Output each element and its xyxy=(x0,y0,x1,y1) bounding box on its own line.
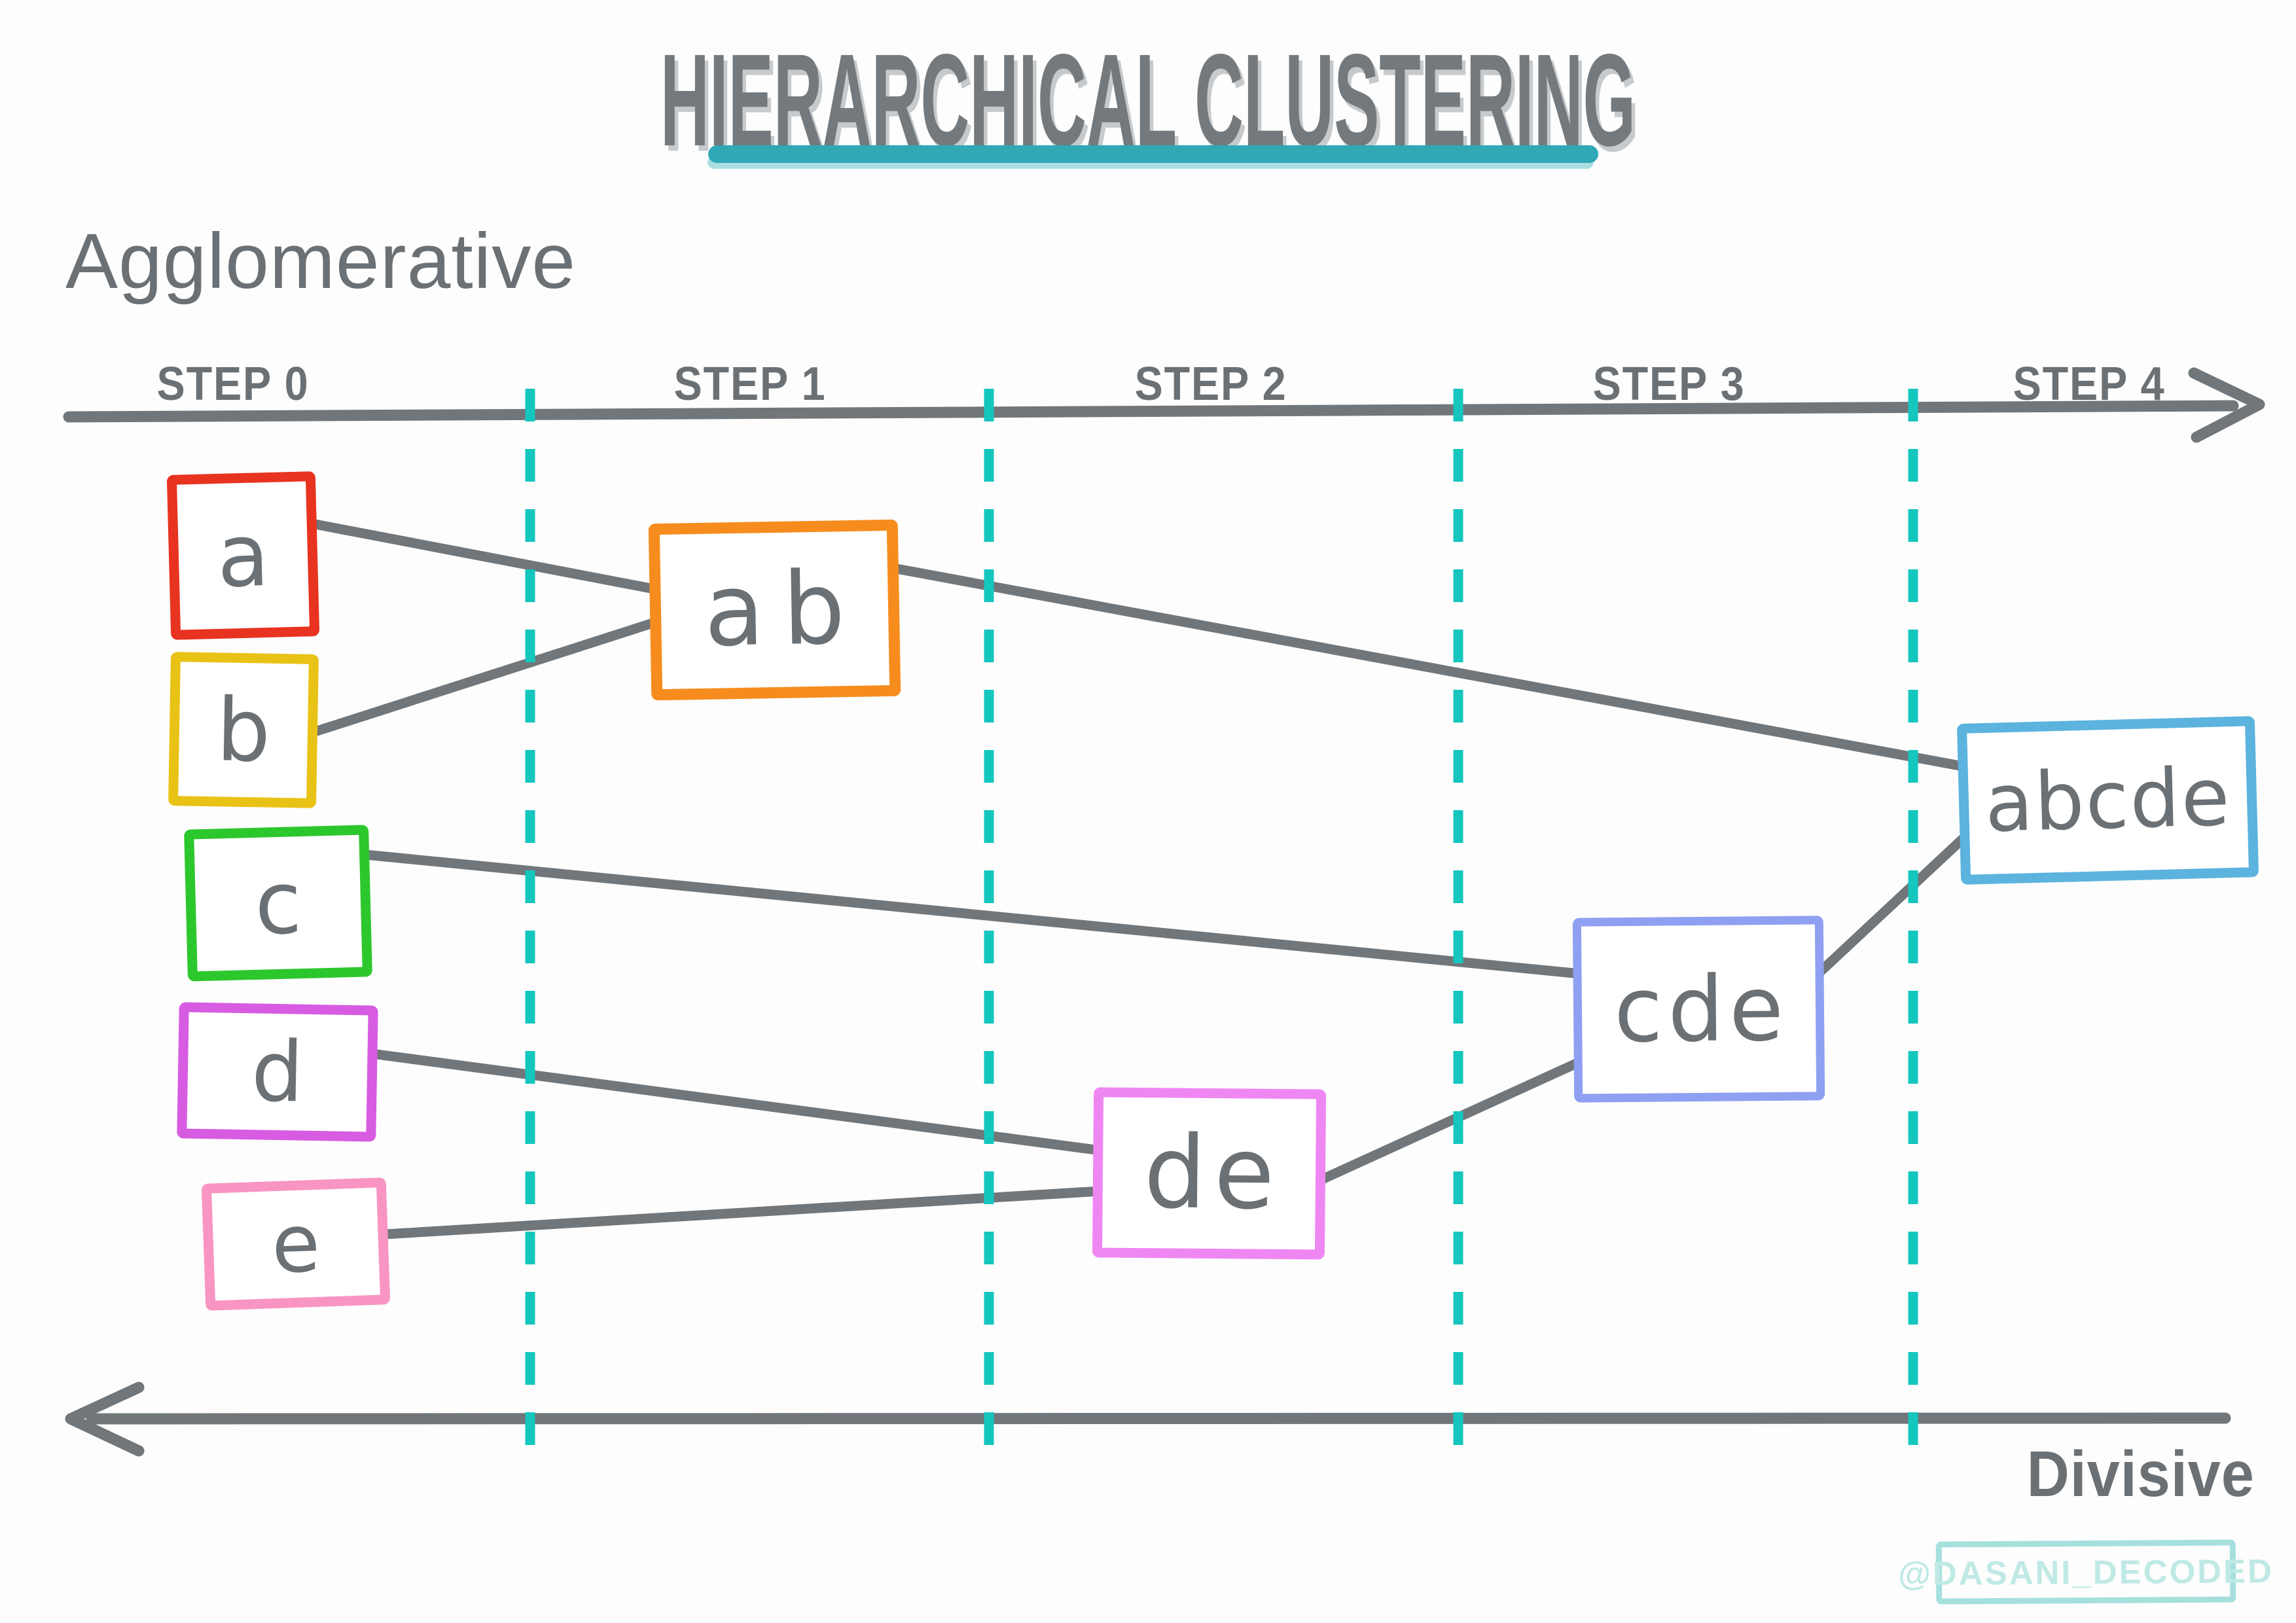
edge-a-ab xyxy=(289,515,666,596)
node-ab: ab xyxy=(648,519,901,701)
node-d: d xyxy=(177,1002,378,1142)
divisive-label: Divisive xyxy=(2026,1438,2255,1510)
node-de: de xyxy=(1092,1087,1327,1260)
step-label-1: STEP 1 xyxy=(673,358,827,410)
step-label-4: STEP 4 xyxy=(2013,358,2166,410)
node-cde-label: cde xyxy=(1613,955,1789,1063)
divisive-arrow xyxy=(65,1382,2231,1457)
merge-edges xyxy=(289,515,1972,1241)
node-cde: cde xyxy=(1572,916,1825,1103)
node-de-label: de xyxy=(1143,1115,1283,1232)
divisive-arrow-shaft xyxy=(86,1412,2231,1425)
node-b-label: b xyxy=(215,679,272,781)
node-b: b xyxy=(168,652,319,808)
node-a: a xyxy=(166,471,320,640)
node-a-label: a xyxy=(215,504,271,607)
node-c: c xyxy=(184,825,372,982)
node-abcde: abcde xyxy=(1956,716,2259,885)
title-underline xyxy=(708,145,1598,163)
node-d-label: d xyxy=(251,1023,304,1121)
node-ab-label: ab xyxy=(703,550,865,669)
edge-e-de xyxy=(358,1186,1106,1241)
timeline-arrow xyxy=(63,367,2265,443)
edge-cde-abcde xyxy=(1796,830,1972,995)
edge-c-cde xyxy=(340,847,1586,979)
step-label-0: STEP 0 xyxy=(156,358,310,410)
agglomerative-label: Agglomerative xyxy=(65,217,577,305)
divisive-arrowhead-icon xyxy=(65,1382,145,1457)
edge-d-de xyxy=(347,1046,1106,1156)
timeline-arrowhead-icon xyxy=(2188,367,2265,443)
watermark-text: @DASANI_DECODED xyxy=(1897,1552,2274,1592)
timeline-arrow-shaft xyxy=(63,400,2239,423)
step-label-3: STEP 3 xyxy=(1592,358,1746,410)
edge-de-cde xyxy=(1294,1056,1586,1195)
node-c-label: c xyxy=(253,851,303,955)
node-e-label: e xyxy=(270,1196,322,1292)
node-e: e xyxy=(201,1177,391,1311)
step-label-2: STEP 2 xyxy=(1134,358,1287,410)
edge-b-ab xyxy=(289,615,666,743)
edge-ab-abcde xyxy=(867,559,1972,772)
watermark-badge: @DASANI_DECODED xyxy=(1898,1539,2274,1605)
node-abcde-label: abcde xyxy=(1983,751,2233,850)
